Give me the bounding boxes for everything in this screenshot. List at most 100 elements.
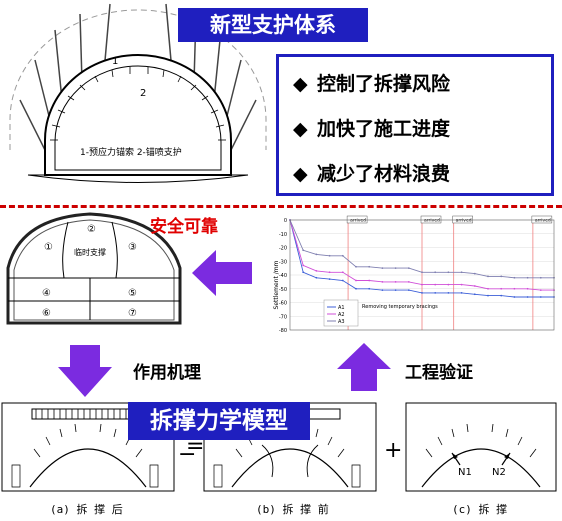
- data-point: [513, 296, 516, 298]
- arrow-down-icon: [58, 345, 112, 397]
- data-point: [500, 287, 503, 290]
- model-title: 拆撑力学模型: [128, 402, 310, 440]
- operator-plus: +: [384, 438, 402, 463]
- arrow-up-icon: [337, 343, 391, 391]
- data-point: [328, 278, 331, 281]
- benefits-box: ◆控制了拆撑风险 ◆加快了施工进度 ◆减少了材料浪费: [276, 54, 554, 196]
- bullet-icon: ◆: [293, 73, 308, 95]
- event-label: arrived: [424, 218, 440, 224]
- benefit-item: ◆控制了拆撑风险: [293, 73, 451, 95]
- data-point: [328, 254, 331, 257]
- bullet-icon: ◆: [293, 118, 308, 140]
- chart-annotation: Removing temporary bracings: [362, 304, 438, 310]
- data-point: [381, 280, 384, 283]
- data-point: [421, 271, 423, 274]
- panel-c-drawing: N1 N2: [421, 423, 541, 488]
- safety-label: 安全可靠: [150, 217, 218, 237]
- caption-b: (b) 拆 撑 前: [256, 503, 329, 516]
- zone-label: ①: [44, 242, 53, 253]
- data-point: [394, 280, 397, 283]
- data-point: [315, 269, 318, 272]
- y-axis-label: Settlement /mm: [273, 260, 280, 309]
- data-point: [487, 294, 489, 297]
- data-point: [526, 276, 529, 279]
- benefit-item: ◆减少了材料浪费: [293, 163, 451, 185]
- data-point: [368, 265, 371, 268]
- bullet-icon: ◆: [293, 163, 308, 185]
- y-tick-label: 0: [284, 218, 287, 224]
- data-point: [539, 296, 542, 298]
- event-marker: [420, 215, 442, 224]
- data-point: [341, 254, 344, 257]
- data-point: [368, 287, 371, 290]
- legend-label: A3: [338, 319, 345, 325]
- y-tick-label: -10: [279, 232, 287, 238]
- legend-label: A2: [338, 312, 345, 318]
- data-point: [434, 283, 437, 286]
- data-point: [460, 271, 463, 274]
- tunnel-support-drawing: 1 2 1-预应力锚索 2-锚喷支护: [9, 3, 267, 183]
- data-point: [407, 289, 410, 292]
- data-point: [421, 283, 423, 286]
- force-label-n1: N1: [458, 467, 472, 478]
- tunnel-cross-section: ① ② ③ ④ ⑤ ⑥ ⑦ 临时支撑: [6, 212, 182, 325]
- data-point: [513, 287, 516, 290]
- event-label: arrived: [350, 218, 366, 224]
- data-point: [473, 293, 476, 296]
- event-marker: [346, 215, 368, 224]
- data-point: [526, 287, 529, 290]
- support-label: 临时支撑: [74, 247, 106, 257]
- data-point: [447, 291, 450, 294]
- data-point: [434, 271, 437, 274]
- y-tick-label: -80: [279, 328, 287, 334]
- data-point: [355, 265, 357, 268]
- data-point: [355, 287, 357, 290]
- data-point: [341, 279, 344, 282]
- data-point: [368, 279, 371, 282]
- data-point: [302, 271, 305, 274]
- mechanism-label: 作用机理: [133, 363, 201, 383]
- section-divider: [0, 205, 562, 208]
- zone-label: ③: [128, 242, 137, 253]
- data-point: [539, 289, 542, 292]
- data-point: [381, 289, 384, 292]
- data-point: [539, 276, 542, 279]
- data-point: [355, 279, 357, 282]
- zone-label: ⑥: [42, 308, 51, 319]
- data-point: [473, 285, 476, 287]
- data-point: [500, 294, 503, 297]
- operator-equals: =: [186, 434, 204, 459]
- event-marker: [531, 215, 553, 224]
- marker-2: 2: [140, 88, 146, 99]
- y-tick-label: -40: [279, 273, 287, 279]
- y-tick-label: -70: [279, 314, 287, 320]
- arrow-left-icon: [192, 250, 252, 296]
- data-point: [460, 291, 463, 294]
- data-point: [447, 271, 450, 274]
- data-point: [421, 291, 423, 294]
- event-marker: [452, 215, 473, 224]
- operator-minus: −: [178, 442, 196, 467]
- legend-label: A1: [338, 305, 345, 311]
- data-point: [302, 264, 305, 267]
- data-point: [500, 275, 503, 278]
- zone-label: ⑦: [128, 308, 137, 319]
- data-point: [460, 283, 463, 286]
- data-point: [302, 249, 305, 252]
- y-tick-label: -50: [279, 287, 287, 293]
- data-point: [328, 271, 331, 274]
- data-point: [434, 291, 437, 294]
- y-tick-label: -60: [279, 301, 287, 307]
- data-point: [513, 276, 516, 279]
- y-tick-label: -30: [279, 259, 287, 265]
- data-point: [407, 280, 410, 283]
- plot-frame: [289, 219, 555, 331]
- marker-1: 1: [112, 56, 118, 67]
- data-point: [473, 272, 476, 275]
- caption-a: (a) 拆 撑 后: [50, 503, 123, 516]
- data-point: [526, 296, 529, 298]
- data-point: [315, 276, 318, 279]
- data-point: [487, 275, 489, 278]
